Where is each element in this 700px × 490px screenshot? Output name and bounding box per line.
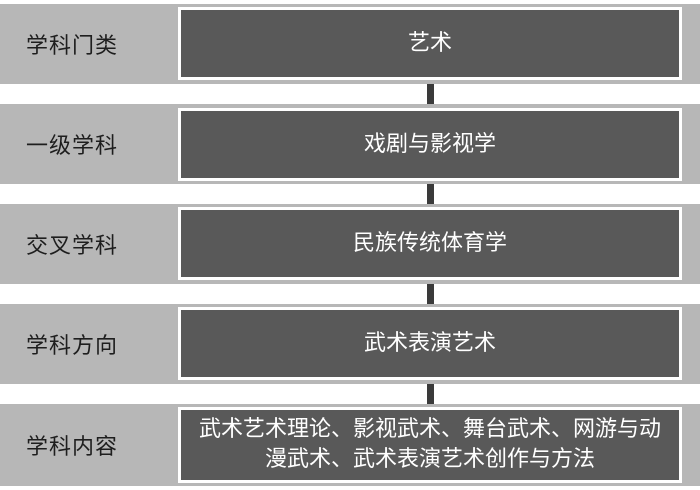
content-text: 民族传统体育学 — [352, 230, 507, 256]
content-box: 武术表演艺术 — [178, 307, 682, 380]
content-box: 民族传统体育学 — [178, 207, 682, 280]
content-text: 武术艺术理论、影视武术、舞台武术、网游与动漫武术、武术表演艺术创作与方法 — [198, 417, 661, 472]
content-text: 武术表演艺术 — [363, 330, 496, 356]
content-text: 艺术 — [407, 30, 452, 56]
row-label: 一级学科 — [26, 134, 119, 159]
connector-line — [427, 284, 434, 306]
row-label: 交叉学科 — [26, 234, 119, 259]
row-label: 学科方向 — [26, 334, 119, 359]
content-box: 武术艺术理论、影视武术、舞台武术、网游与动漫武术、武术表演艺术创作与方法 — [178, 407, 682, 483]
content-box: 戏剧与影视学 — [178, 108, 682, 181]
row-label: 学科内容 — [26, 435, 119, 460]
row-label: 学科门类 — [26, 34, 119, 59]
content-text: 戏剧与影视学 — [363, 131, 496, 157]
connector-line — [427, 384, 434, 406]
connector-line — [427, 184, 434, 206]
content-box: 艺术 — [178, 7, 682, 80]
connector-line — [427, 84, 434, 106]
